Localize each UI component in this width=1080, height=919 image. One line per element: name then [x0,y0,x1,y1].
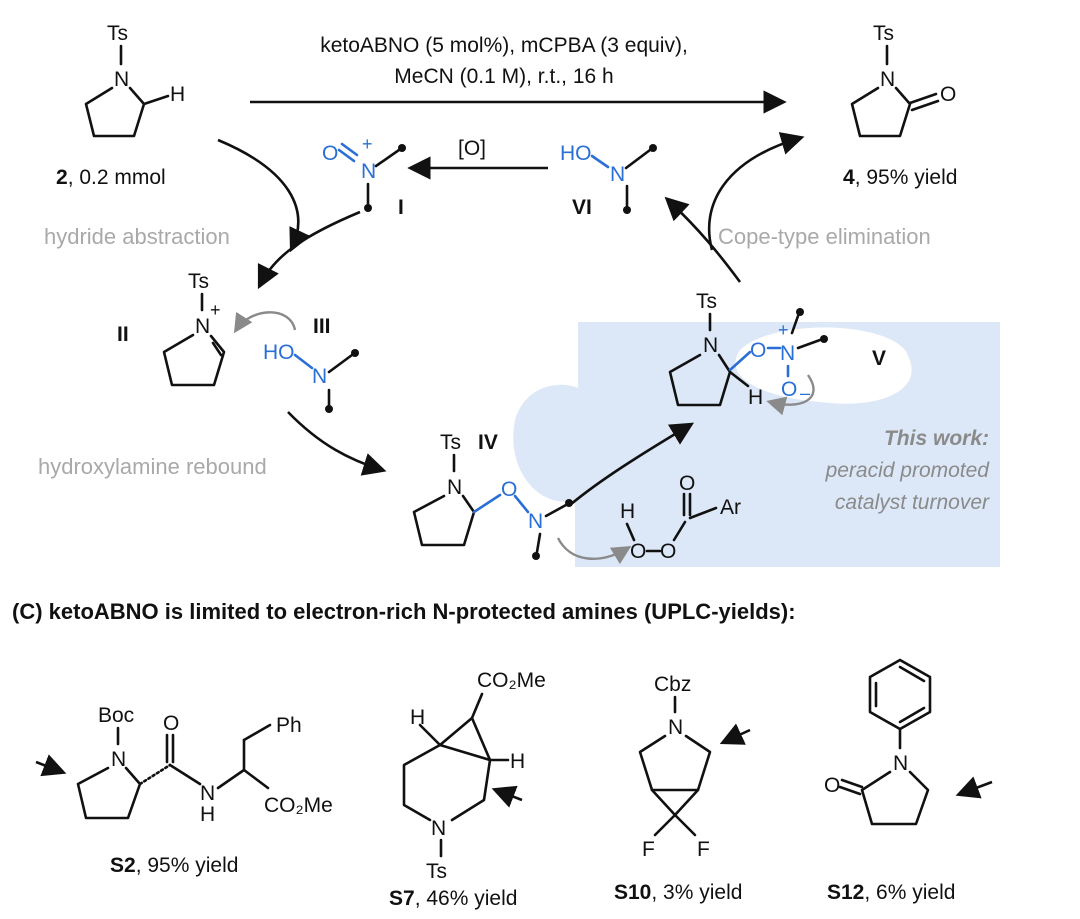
substrate-S10: Cbz N F F [638,673,751,861]
svg-text:O: O [940,83,956,106]
ts-label: Ts [107,22,128,45]
n-atom: N [114,68,129,91]
svg-text:IV: IV [478,431,498,454]
svg-text:O: O [322,142,338,165]
conditions-line-2: MeCN (0.1 M), r.t., 16 h [394,65,613,88]
svg-text:Ar: Ar [720,496,741,519]
svg-text:I: I [398,196,404,219]
svg-text:V: V [872,347,886,370]
this-work-title: This work: [884,427,989,450]
svg-text:N: N [200,782,215,805]
svg-text:II: II [117,323,129,346]
svg-text:Ph: Ph [276,714,302,737]
svg-text:III: III [313,315,331,338]
substrate-S7: CO₂Me H H N Ts [402,669,546,883]
svg-text:N: N [528,510,543,533]
svg-text:N: N [312,365,327,388]
species-VI: HO N VI [560,142,657,219]
species-I: O N + I [322,134,406,219]
cycle-arrow-6 [707,132,805,251]
svg-text:O: O [679,472,695,495]
svg-text:F: F [642,838,655,861]
svg-text:O: O [750,339,766,362]
this-work-line-3: catalyst turnover [835,491,990,514]
step-hydride-abstraction: hydride abstraction [44,224,230,249]
svg-text:N: N [893,752,908,775]
compound-4: Ts N O [850,22,956,138]
cycle-arrow-3 [287,411,387,476]
substrate-S12-caption: S12, 6% yield [827,881,955,904]
svg-text:Ts: Ts [696,290,717,313]
compound-4-caption: 4, 95% yield [843,166,957,189]
compound-2: Ts N H [84,22,185,138]
svg-text:VI: VI [572,196,592,219]
svg-text:–: – [800,383,810,403]
svg-text:O: O [630,540,646,563]
svg-text:H: H [200,803,215,826]
species-III: III HO N [263,315,359,413]
species-II: II Ts N + [117,270,226,387]
svg-text:Cbz: Cbz [654,673,691,696]
species-V: Ts N O N + O – H V [668,290,886,409]
svg-text:Ts: Ts [440,431,461,454]
svg-text:Ts: Ts [873,22,894,45]
cycle-arrow-5 [664,196,742,283]
svg-text:N: N [703,334,718,357]
svg-text:H: H [510,750,525,773]
step-hydroxylamine-rebound: hydroxylamine rebound [38,454,267,479]
substrate-S12: N O [824,658,993,826]
svg-text:N: N [447,476,462,499]
svg-text:N: N [668,716,683,739]
this-work-line-2: peracid promoted [825,459,991,482]
highlight-cutout [735,327,912,404]
cycle-arrow-2 [257,210,361,290]
section-c-title: (C) ketoABNO is limited to electron-rich… [12,599,796,624]
svg-text:F: F [697,838,710,861]
species-IV: Ts IV N O N [412,431,573,560]
svg-text:+: + [362,134,373,154]
svg-text:H: H [748,386,763,409]
svg-text:N: N [431,817,446,840]
svg-text:+: + [778,320,789,340]
substrate-S2: Boc N O N H Ph CO₂Me [35,704,333,826]
svg-text:O: O [824,774,840,797]
svg-text:Ts: Ts [188,270,209,293]
svg-text:H: H [410,706,425,729]
oxidation-label: [O] [458,137,486,160]
svg-text:HO: HO [560,142,592,165]
svg-text:Ts: Ts [426,860,447,883]
conditions-line-1: ketoABNO (5 mol%), mCPBA (3 equiv), [320,34,688,57]
peracid-mcpba: H O O O Ar [620,472,741,563]
svg-text:N: N [361,160,376,183]
svg-text:Boc: Boc [98,704,134,727]
svg-text:CO₂Me: CO₂Me [264,794,333,817]
svg-text:N: N [111,748,126,771]
svg-text:O: O [501,478,517,501]
svg-text:N: N [780,342,795,365]
step-cope-elimination: Cope-type elimination [718,224,931,249]
svg-text:HO: HO [263,341,295,364]
svg-text:N: N [880,68,895,91]
cycle-arrow-4 [569,422,695,506]
h-atom: H [170,83,185,106]
svg-text:+: + [210,300,221,320]
arrow-V-elimination [766,374,815,416]
cycle-arrow-1 [217,138,311,253]
arrow-IV-to-peracid [556,537,632,565]
svg-text:H: H [620,500,635,523]
svg-text:N: N [195,315,210,338]
svg-text:O: O [660,540,676,563]
substrate-S7-caption: S7, 46% yield [389,887,517,910]
arrow-III-to-II [233,311,297,334]
compound-2-caption: 2, 0.2 mmol [56,166,166,189]
substrate-S2-caption: S2, 95% yield [110,854,238,877]
substrate-S10-caption: S10, 3% yield [614,881,742,904]
svg-text:O: O [163,712,179,735]
svg-text:O: O [781,378,797,401]
svg-text:N: N [610,163,625,186]
svg-text:CO₂Me: CO₂Me [477,669,546,692]
